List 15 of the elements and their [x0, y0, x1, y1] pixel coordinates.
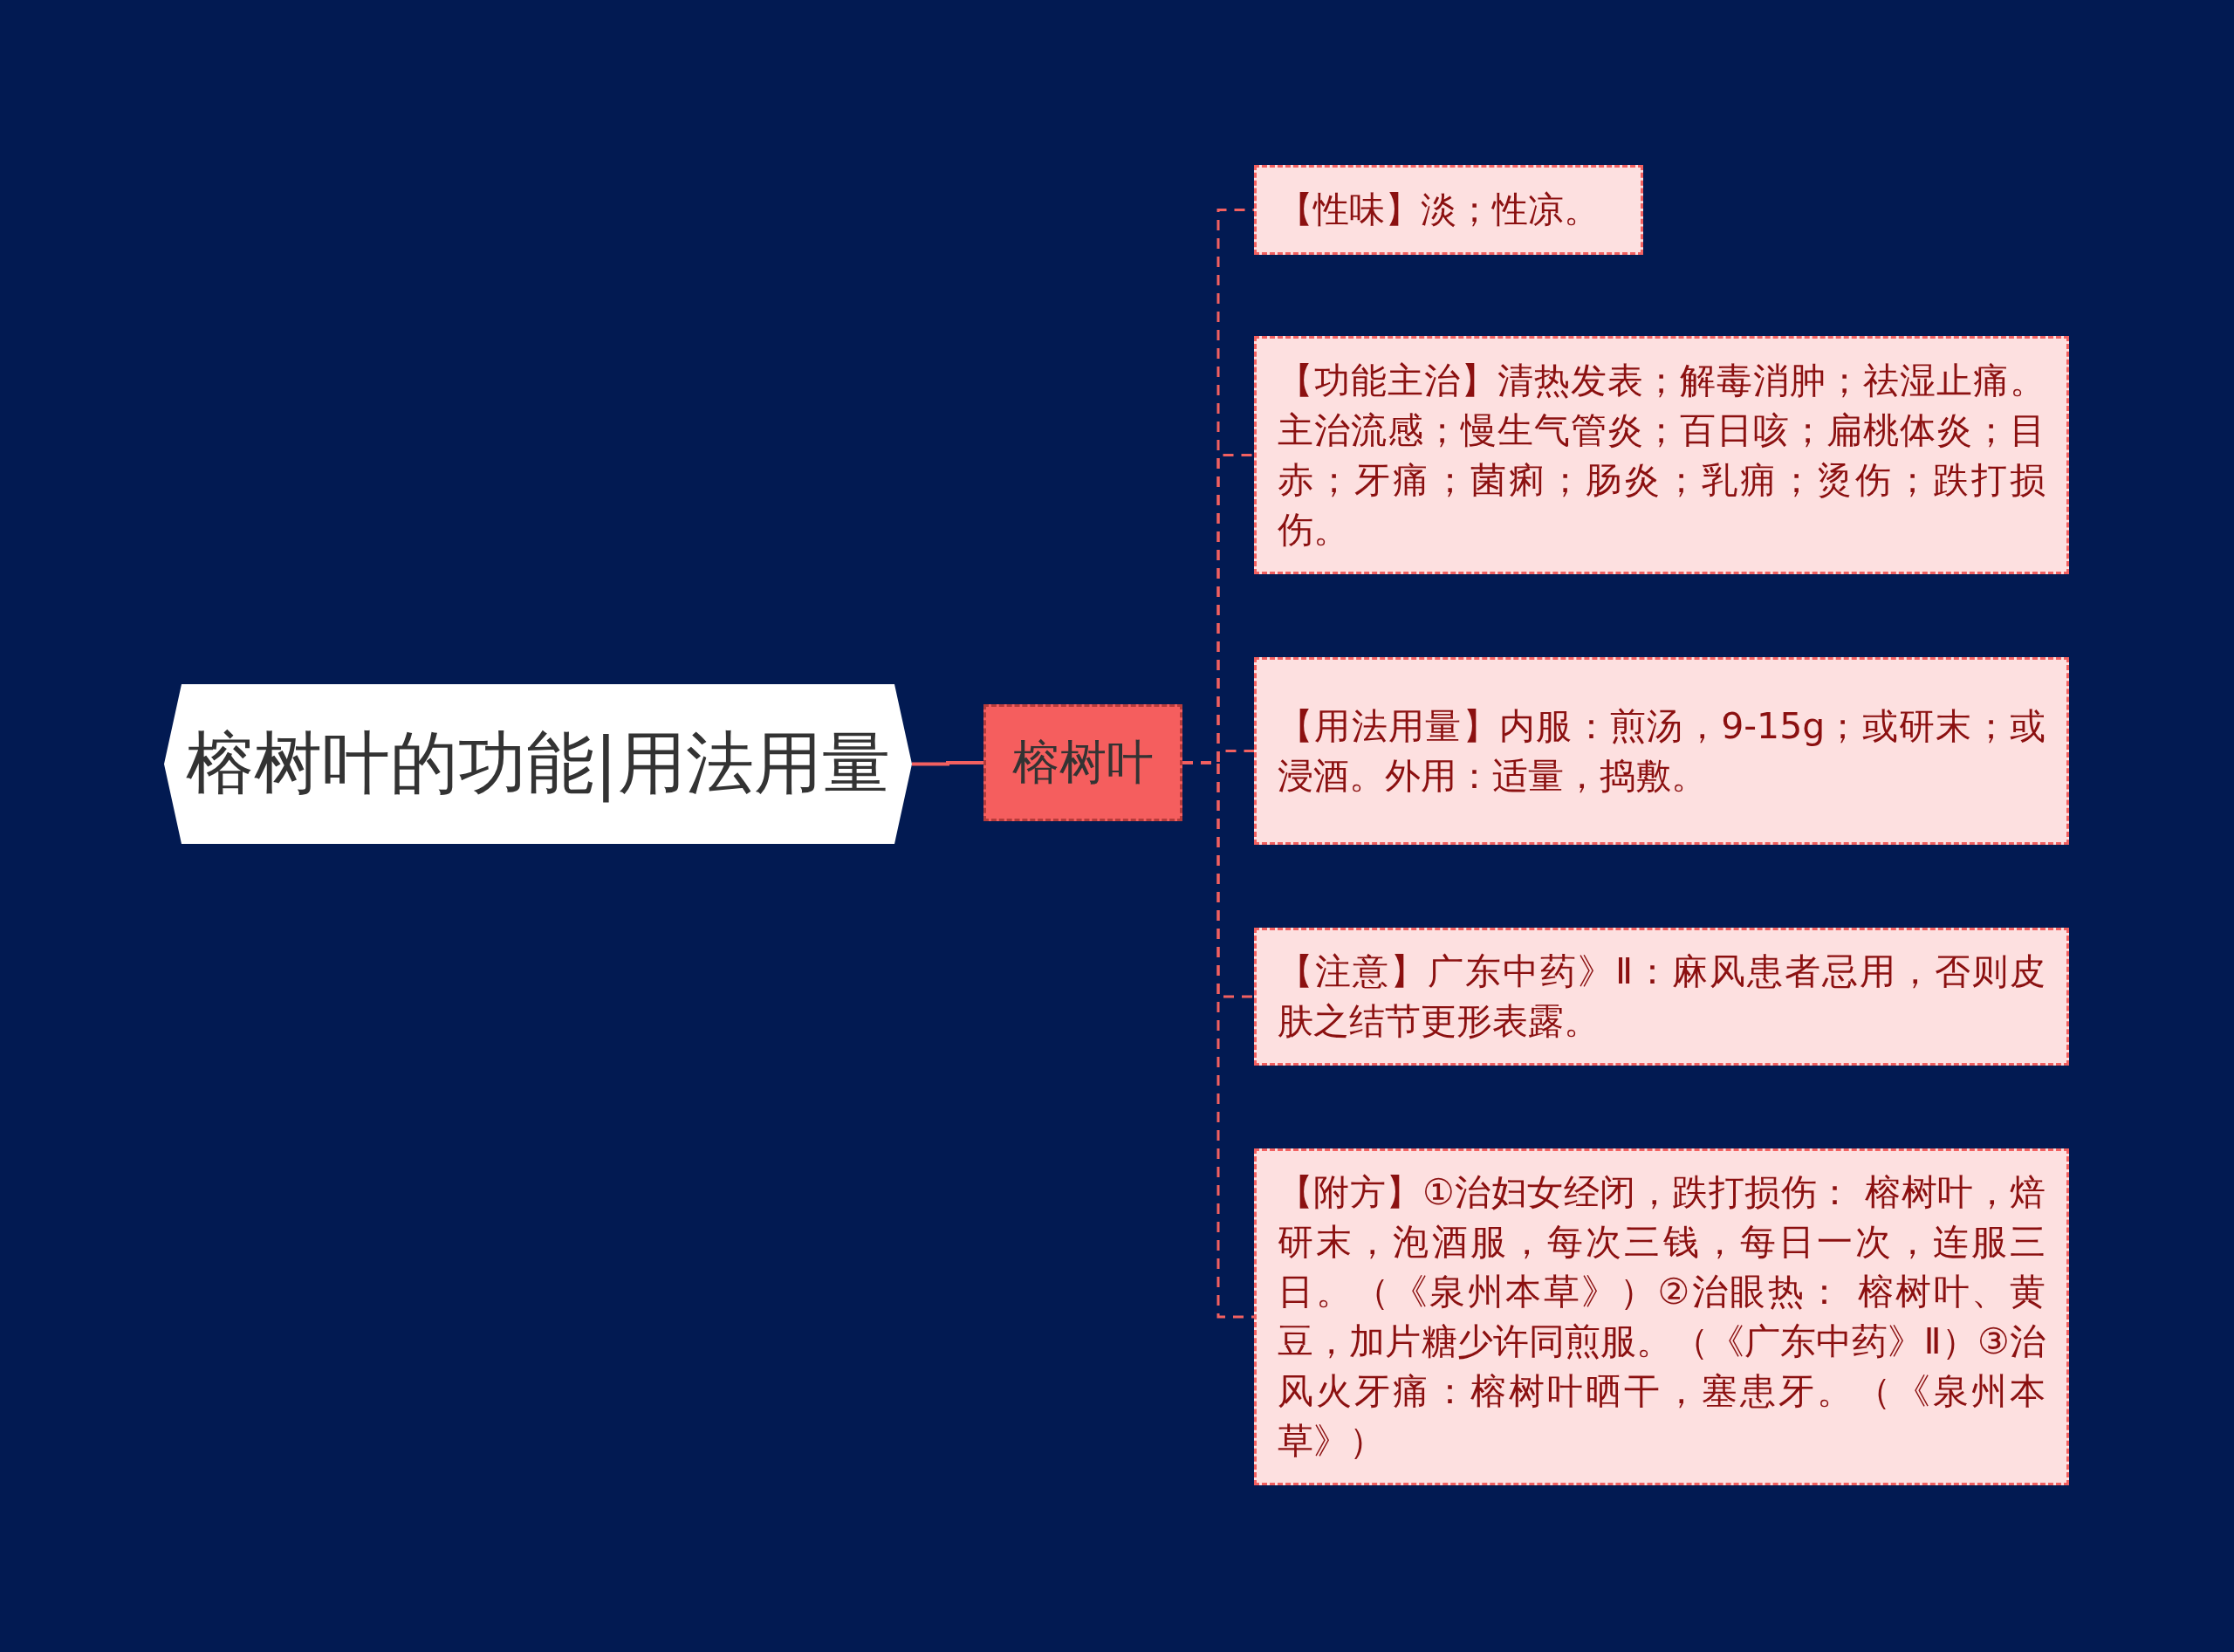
connector-line	[912, 761, 983, 766]
note-text: 【用法用量】内服：煎汤，9-15g；或研末；或浸酒。外用：适量，捣敷。	[1278, 703, 2046, 799]
root-title: 榕树叶的功能|用法用量	[186, 723, 890, 805]
note-box	[1254, 928, 2069, 1066]
note-box	[1254, 1148, 2069, 1485]
note-text: 【性味】淡；性凉。	[1278, 188, 1600, 232]
connector-line	[1182, 761, 1254, 1319]
note-text: 【功能主治】清热发表；解毒消肿；祛湿止痛。主治流感；慢生气管炎；百日咳；扁桃体炎；目赤；牙痛；菌痢；肠炎；乳痈；烫伤；跌打损伤。	[1278, 358, 2046, 552]
note-text: 【附方】①治妇女经闭，跌打损伤： 榕树叶，焙研末，泡酒服，每次三钱，每日一次，连服三日。（《泉州本草》）②治眼热： 榕树叶、黄豆，加片糖少许同煎服。（《广东中药》Ⅱ）③治风火牙痛：榕树叶晒干，塞患牙。（《泉州本草》）	[1278, 1170, 2046, 1463]
note-box	[1254, 657, 2069, 845]
note-box	[1254, 165, 1643, 255]
topic-text: 榕树叶	[1012, 733, 1154, 792]
note-text: 【注意】广东中药》Ⅱ：麻风患者忌用，否则皮肤之结节更形表露。	[1278, 949, 2046, 1044]
note-box	[1254, 336, 2069, 574]
topic-box	[983, 704, 1182, 821]
